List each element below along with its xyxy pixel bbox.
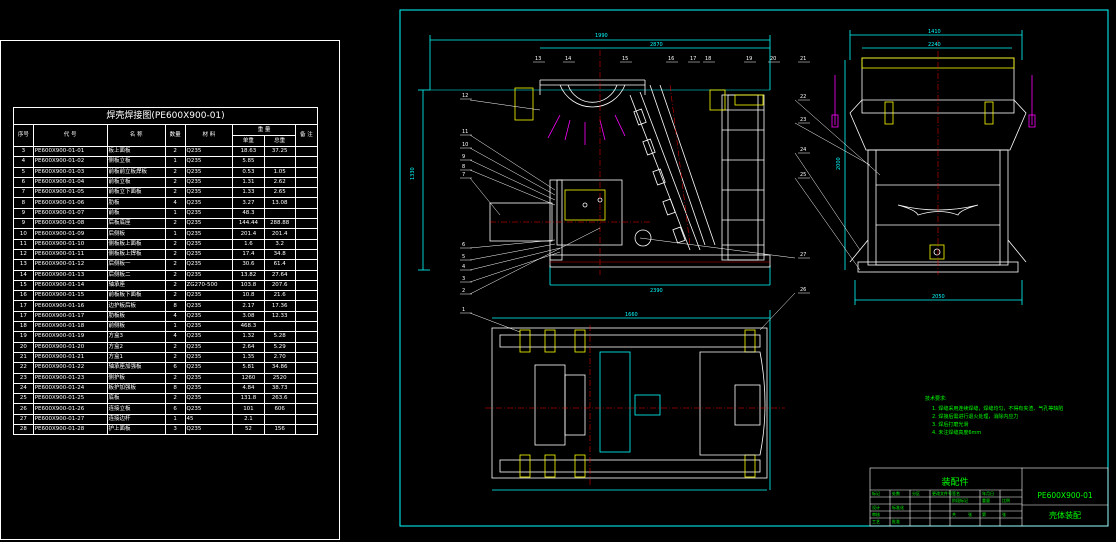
dim-top-right-overall: 2870: [650, 42, 663, 48]
side-view: [831, 30, 1036, 305]
balloon-right-label: 24: [800, 147, 806, 153]
title-block-cell-label: 签名: [952, 490, 960, 496]
dim-side-top: 2240: [928, 42, 941, 48]
dim-plan-width: 1660: [625, 312, 638, 318]
balloon-right-label: 26: [800, 287, 806, 293]
notes-line-1: 1. 焊缝采用连续焊缝，焊缝均匀，不得有夹渣、气孔等缺陷: [932, 405, 1063, 412]
title-block-cell-label: 标记: [872, 490, 880, 496]
title-drawing-title: 壳体装配: [1049, 510, 1081, 520]
title-block-cell-label: 年月日: [982, 490, 994, 496]
dim-side-height: 2000: [836, 157, 842, 170]
dimension-texts: 1990 2870 1330 2390 1410 2240 2000 2050 …: [410, 29, 945, 318]
balloon-left-label: 7: [462, 172, 465, 178]
title-block-cell-label: 比例: [1002, 497, 1010, 503]
technical-notes: 技术要求: 1. 焊缝采用连续焊缝，焊缝均匀，不得有夹渣、气孔等缺陷 2. 焊接…: [925, 395, 1063, 436]
title-block-cell-label: 批准: [892, 518, 900, 524]
title-block-cell-label: 第: [982, 511, 986, 517]
balloon-left-label: 6: [462, 242, 465, 248]
balloon-right-label: 25: [800, 172, 806, 178]
dim-base-length: 2390: [650, 288, 663, 294]
dim-left-height: 1330: [410, 167, 416, 180]
title-part-name: 装配件: [941, 476, 968, 488]
balloon-left-label: 9: [462, 154, 465, 160]
plan-view: [485, 310, 785, 491]
title-block-cell-label: 共: [952, 511, 956, 517]
title-block-cell-label: 处数: [892, 490, 900, 496]
dim-bottom-width: 2050: [932, 294, 945, 300]
balloon-top-label: 19: [746, 56, 752, 62]
bom-cell-name: 护上面板: [106, 424, 166, 436]
balloon-top-label: 15: [622, 56, 628, 62]
drawing-sheet-frame: [399, 9, 1109, 527]
balloon-left-label: 10: [462, 142, 468, 148]
title-block-text: 装配件 PE600X900-01 壳体装配 标记 处数 分区 更改文件号签名 年月日设计…: [872, 476, 1093, 524]
balloon-left-label: 3: [462, 276, 465, 282]
notes-line-4: 4. 未注焊缝高度6mm: [932, 429, 981, 436]
title-block-cell-label: 张: [968, 511, 972, 517]
balloon-top-label: 14: [565, 56, 571, 62]
notes-heading: 技术要求:: [925, 395, 947, 402]
balloon-left-label: 8: [462, 164, 465, 170]
title-block-cell-label: 审核: [872, 511, 880, 517]
notes-line-3: 3. 焊后打磨光滑: [932, 421, 968, 428]
title-block: [869, 467, 1109, 527]
dim-side-width: 1410: [928, 29, 941, 35]
title-drawing-number: PE600X900-01: [1037, 491, 1093, 500]
balloon-left-label: 11: [462, 129, 468, 135]
balloon-top-label: 21: [800, 56, 806, 62]
bom-table: 焊壳焊接图(PE600X900-01) 序号 代 号 名 称 数量 材 料 重 …: [13, 107, 319, 436]
balloon-right-label: 22: [800, 94, 806, 100]
leader-lines: [469, 99, 881, 333]
balloon-left-label: 4: [462, 264, 465, 270]
title-block-cell-label: 标准化: [892, 504, 904, 510]
title-block-cell-label: 分区: [912, 490, 920, 496]
balloon-right-label: 27: [800, 252, 806, 258]
balloon-right-label: 23: [800, 117, 806, 123]
title-block-cell-label: 阶段标记: [952, 497, 968, 503]
bom-cell-remark: [294, 424, 319, 436]
balloon-top-label: 16: [668, 56, 674, 62]
balloon-top-label: 18: [705, 56, 711, 62]
dim-top-overall: 1990: [595, 33, 608, 39]
title-block-cell-label: 更改文件号: [932, 490, 952, 496]
bom-sheet-frame: [0, 40, 340, 540]
notes-line-2: 2. 焊接后需进行退火处理，消除内应力: [932, 413, 1018, 420]
balloon-left-label: 2: [462, 288, 465, 294]
title-block-cell-label: 重量: [982, 497, 990, 503]
balloon-left-label: 5: [462, 254, 465, 260]
front-view: [418, 35, 771, 286]
balloon-top-label: 13: [535, 56, 541, 62]
title-block-small-cells: 标记 处数 分区 更改文件号签名 年月日设计 标准化审核工艺 批准 阶段标记 重量 比例共 张 第 张: [872, 490, 1010, 524]
title-block-cell-label: 工艺: [872, 519, 880, 524]
balloon-left-label: 12: [462, 93, 468, 99]
title-block-cell-label: 设计: [872, 504, 880, 510]
balloon-top-label: 20: [770, 56, 776, 62]
balloon-top-label: 17: [690, 56, 696, 62]
balloon-left-label: 1: [462, 307, 465, 313]
title-block-cell-label: 张: [1002, 511, 1006, 517]
